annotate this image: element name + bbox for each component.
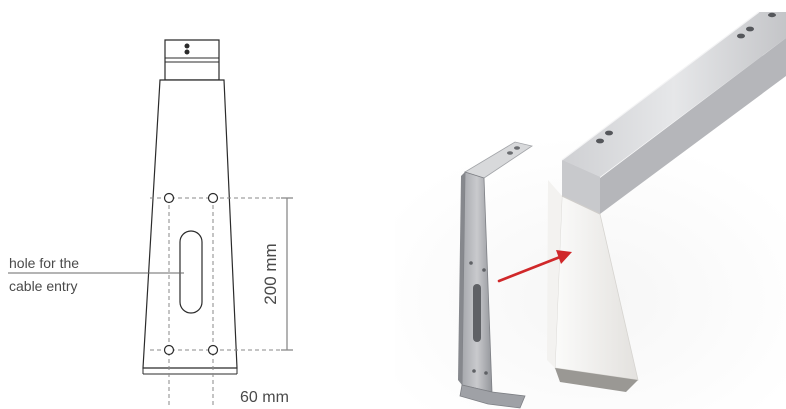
- metal-bracket-3d: [458, 141, 533, 409]
- bracket-body-outline: [142, 79, 238, 369]
- height-dimension-label: 200 mm: [261, 243, 280, 304]
- cable-entry-slot: [179, 230, 203, 314]
- mounting-hole: [207, 344, 219, 356]
- mounting-hole: [207, 192, 219, 204]
- height-dimension-line: [281, 197, 293, 351]
- hole-label-line-1: hole for the: [9, 255, 79, 271]
- tab-hole-bottom: [184, 49, 190, 55]
- width-dimension-label: 60 mm: [240, 389, 289, 406]
- mounting-holes: [163, 192, 219, 356]
- bracket-top-tab: [164, 39, 220, 81]
- hole-label-line-2: cable entry: [9, 278, 77, 294]
- mounting-hole: [163, 344, 175, 356]
- tube-hole: [746, 26, 754, 32]
- bracket-bottom-foot: [459, 384, 526, 409]
- mounting-hole: [163, 192, 175, 204]
- tube-hole: [605, 130, 613, 136]
- tube-hole: [596, 138, 604, 144]
- bracket-cable-slot: [473, 284, 481, 342]
- assembly-arrow: [497, 250, 572, 283]
- product-render: [395, 11, 786, 409]
- white-leg-housing: [547, 180, 639, 392]
- tube-side-face: [562, 38, 786, 214]
- tube-hole: [737, 33, 745, 39]
- tube-top-face: [562, 12, 786, 177]
- tube-hole: [768, 12, 776, 18]
- housing-side-face: [547, 180, 562, 368]
- tab-hole-top: [184, 43, 190, 49]
- housing-bottom: [555, 368, 638, 392]
- technical-drawing: 200 mm hole for the cable entry 60 mm: [8, 39, 293, 406]
